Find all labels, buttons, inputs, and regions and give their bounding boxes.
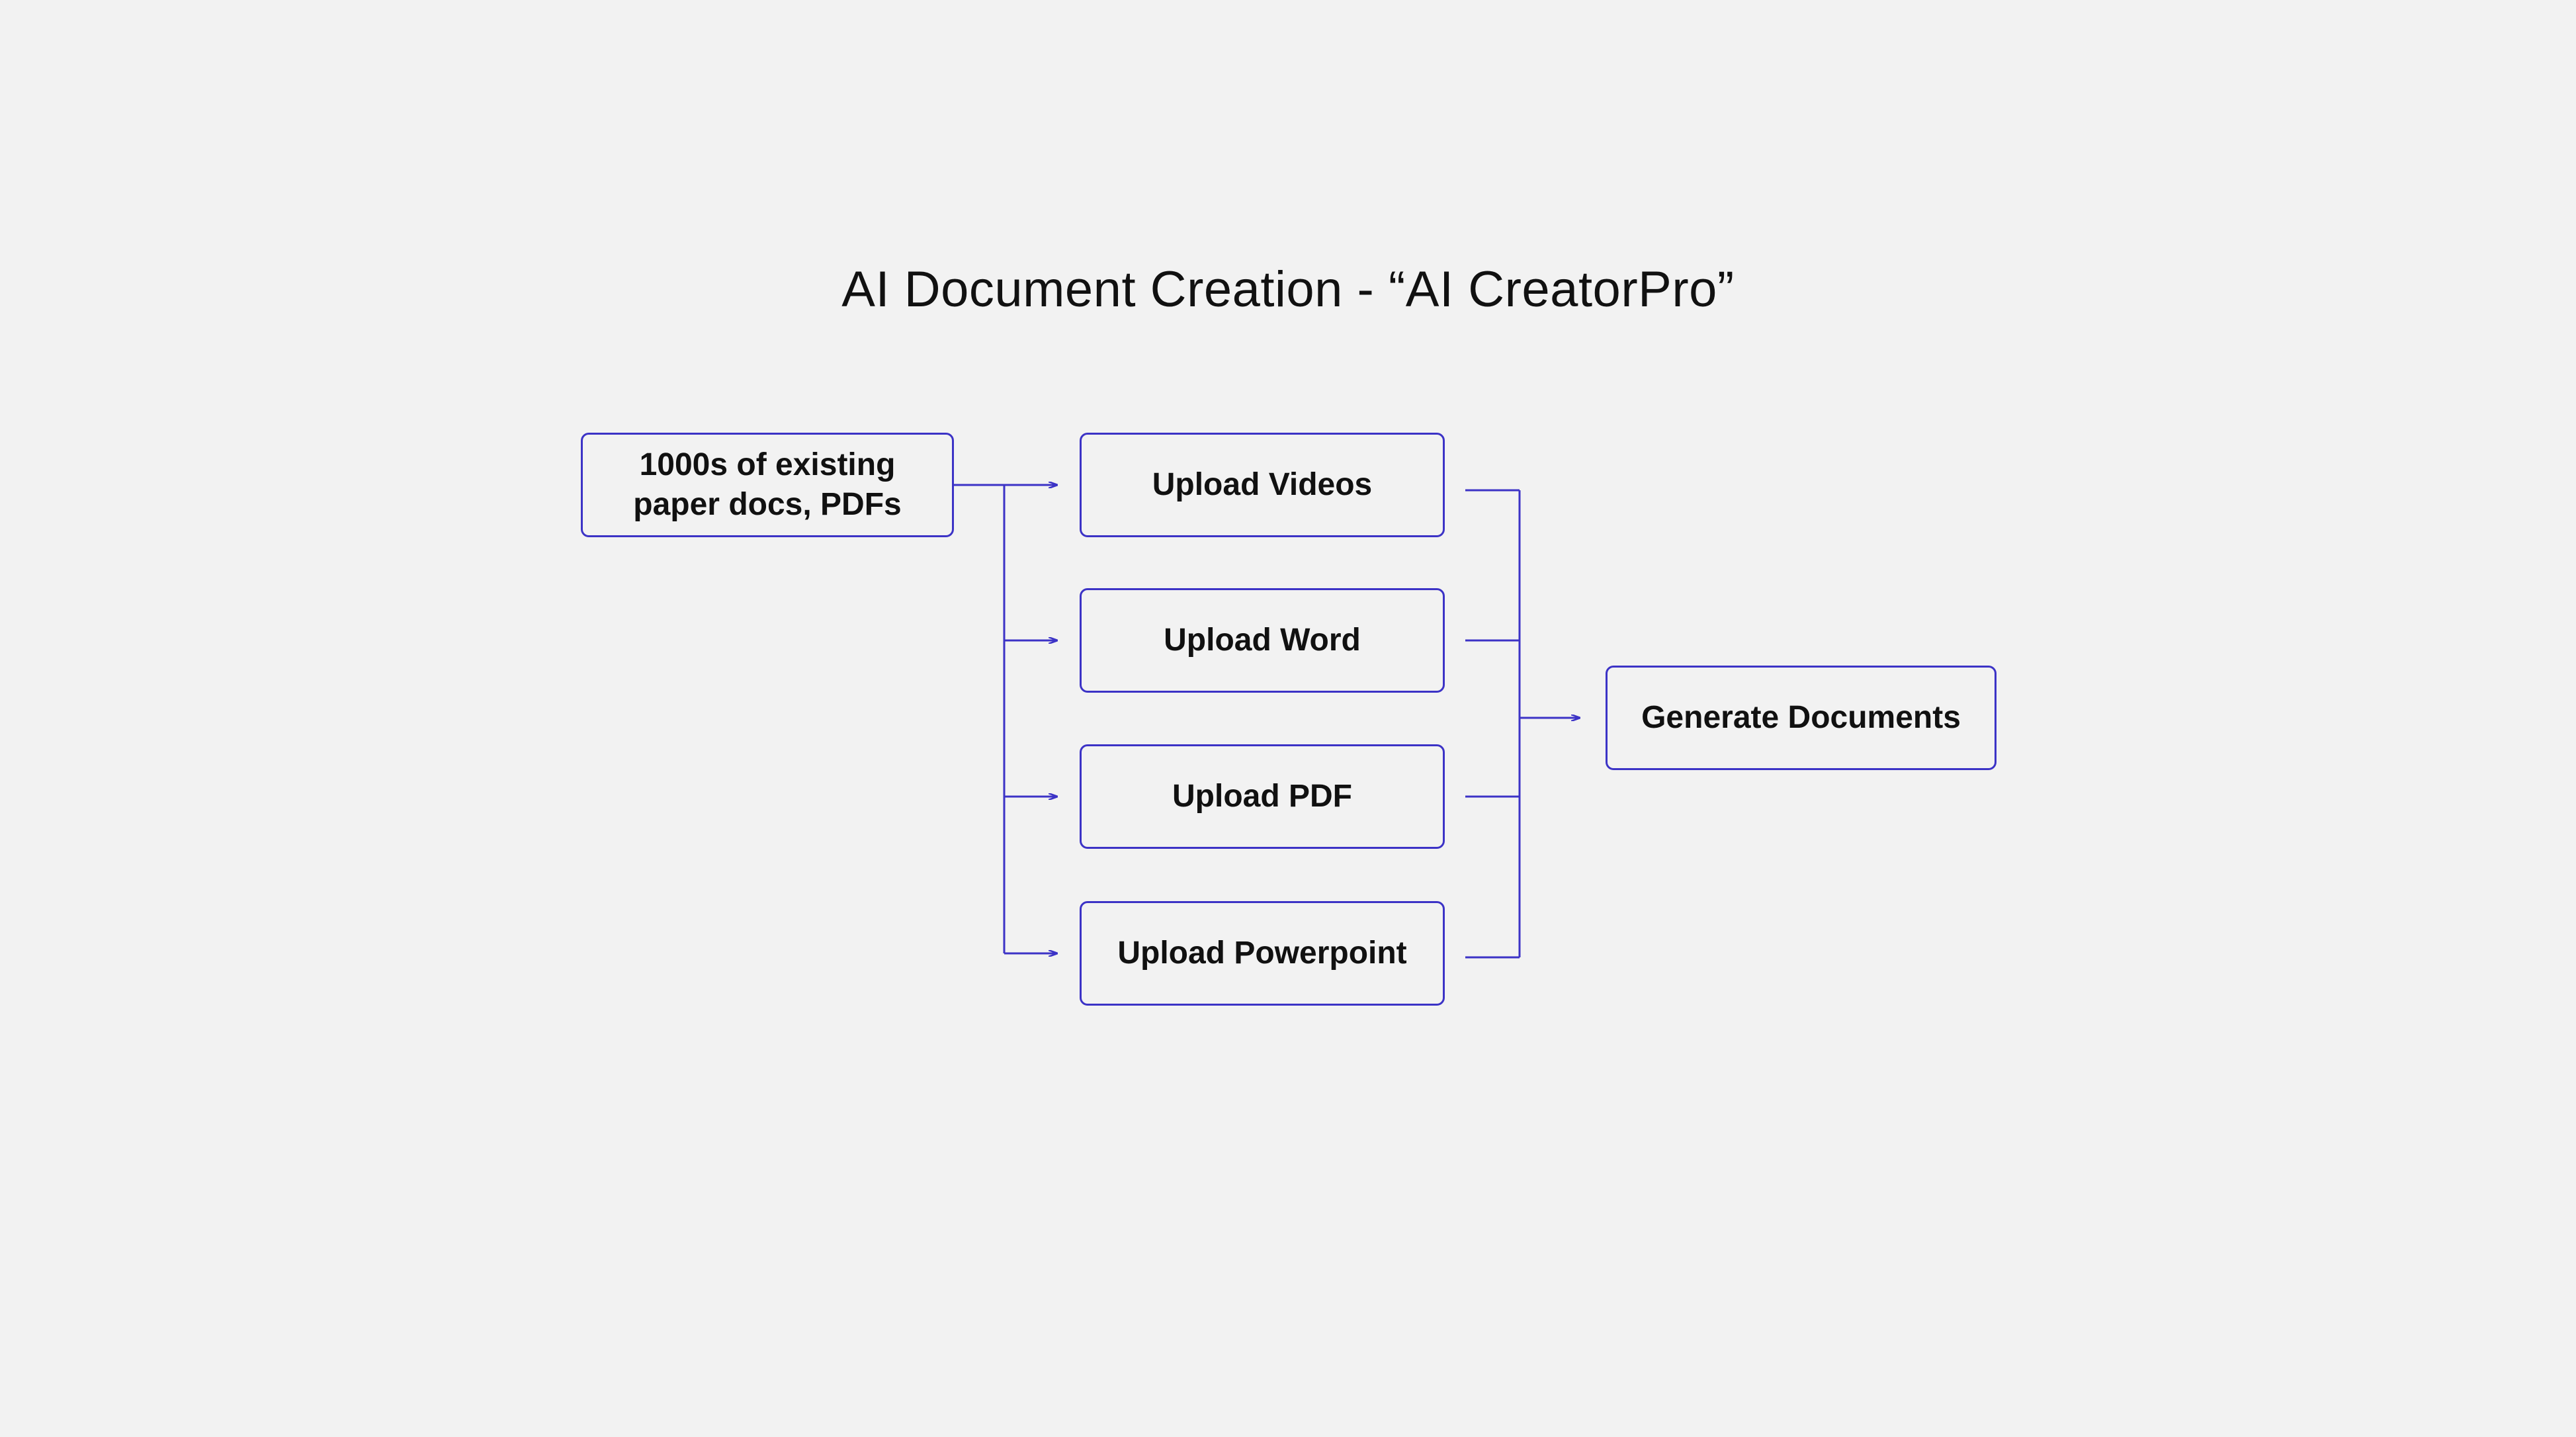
upload-videos-box[interactable]: Upload Videos (1080, 433, 1445, 537)
source-docs-line-2: paper docs, PDFs (633, 487, 902, 522)
upload-pdf-label: Upload PDF (1172, 779, 1352, 814)
upload-word-box[interactable]: Upload Word (1080, 588, 1445, 693)
upload-pdf-box[interactable]: Upload PDF (1080, 744, 1445, 849)
source-docs-box: 1000s of existing paper docs, PDFs (581, 433, 954, 537)
upload-word-label: Upload Word (1164, 623, 1361, 658)
generate-documents-box[interactable]: Generate Documents (1606, 666, 1996, 770)
source-docs-line-1: 1000s of existing (639, 447, 896, 482)
upload-powerpoint-box[interactable]: Upload Powerpoint (1080, 901, 1445, 1006)
generate-documents-label: Generate Documents (1641, 700, 1961, 735)
upload-videos-label: Upload Videos (1152, 467, 1373, 502)
diagram-title: AI Document Creation - “AI CreatorPro” (841, 261, 1735, 318)
upload-powerpoint-label: Upload Powerpoint (1117, 936, 1407, 971)
